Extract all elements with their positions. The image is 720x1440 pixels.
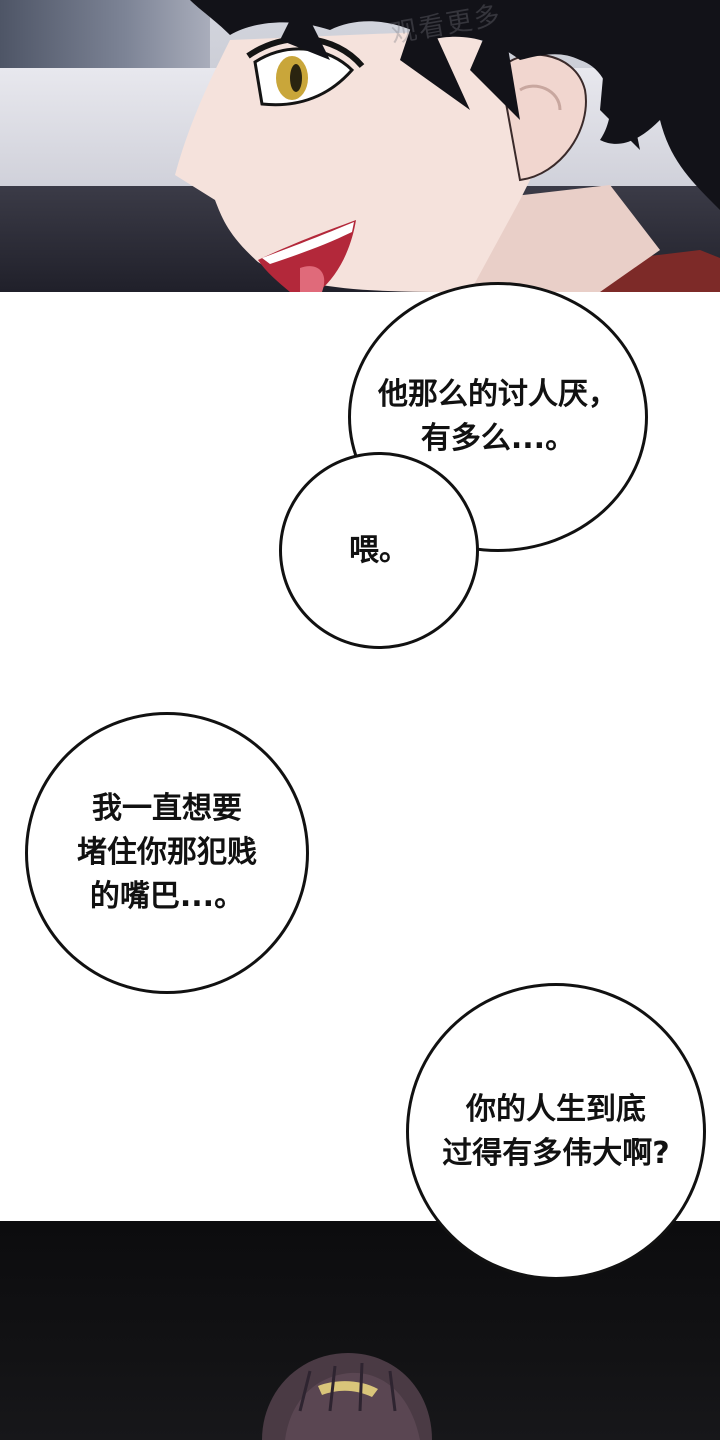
speech-bubble-text: 喂。 (349, 532, 409, 568)
speech-bubble-text: 你的人生到底 过得有多伟大啊? (442, 1091, 670, 1171)
speech-bubble-text: 他那么的讨人厌， 有多么...。 (378, 377, 618, 456)
top-comic-panel: 观看更多 (0, 0, 720, 292)
speech-bubble-3: 我一直想要 堵住你那犯贱 的嘴巴...。 (25, 712, 309, 994)
neck (470, 185, 660, 292)
background-window (0, 0, 210, 68)
hair (190, 0, 720, 210)
speech-bubble-2: 喂。 (279, 452, 479, 649)
speech-bubble-text: 我一直想要 堵住你那犯贱 的嘴巴...。 (77, 791, 257, 914)
speech-bubble-4: 你的人生到底 过得有多伟大啊? (406, 983, 706, 1280)
character-head-illustration (262, 1353, 432, 1440)
character-face-illustration (175, 0, 720, 292)
